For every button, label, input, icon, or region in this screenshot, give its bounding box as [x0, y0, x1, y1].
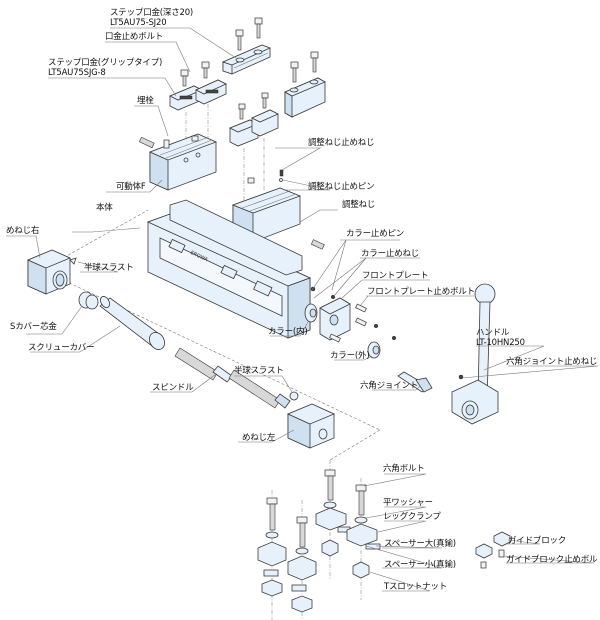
- label-handle: ハンドル LT-10HN250: [476, 328, 525, 348]
- leg-clamp-assemblies: [257, 460, 381, 620]
- label-buried-pin: 埋栓: [137, 96, 154, 106]
- label-hex-joint-set-screw: 六角ジョイント止めねじ: [506, 357, 598, 367]
- female-screw-right-part: [26, 249, 77, 295]
- label-spindle: スピンドル: [152, 383, 194, 393]
- label-adjust-screw-set-screw: 調整ねじ止めねじ: [308, 138, 375, 148]
- label-collar-set-screw: カラー止めねじ: [361, 249, 420, 259]
- label-step-jaw-deep: ステップ口金(深さ20) LT5AU75-SJ20: [110, 8, 193, 28]
- label-step-jaw-grip: ステップ口金(グリップタイプ) LT5AU75SJG-8: [48, 58, 162, 78]
- female-screw-left-part: [286, 403, 336, 449]
- label-guide-block: ガイドブロック: [508, 536, 567, 546]
- movable-body-f-part: [138, 133, 218, 191]
- label-jaw-bolt: 口金止めボルト: [105, 32, 164, 42]
- guide-block-assembly: [475, 531, 511, 569]
- label-spacer-small: スペーサー小(真鍮): [384, 560, 456, 570]
- label-female-screw-left: めねじ左: [242, 433, 276, 443]
- half-ball-thrust-2-part: [289, 391, 299, 401]
- label-flat-washer: 平ワッシャー: [383, 498, 433, 508]
- s-cover-core-part: [78, 291, 99, 310]
- handle-part: [451, 283, 499, 425]
- label-step-jaw-grip-name: ステップ口金(グリップタイプ): [48, 58, 163, 68]
- label-main-body: 本体: [96, 203, 113, 213]
- label-adjust-screw-pin: 調整ねじ止めピン: [308, 182, 375, 192]
- hex-joint-part: [397, 371, 433, 393]
- label-collar-pin: カラー止めピン: [346, 229, 405, 239]
- jaw-pair-middle: [229, 92, 279, 147]
- label-handle-name: ハンドル: [476, 328, 510, 338]
- label-front-plate: フロントプレート: [362, 271, 429, 281]
- label-hex-joint: 六角ジョイント: [360, 381, 419, 391]
- spindle-part: [174, 347, 291, 409]
- jaw-bolts-top: [235, 17, 263, 51]
- front-plate-part: [319, 294, 367, 343]
- main-body-part: EROWA: [146, 199, 312, 339]
- label-step-jaw-deep-model: LT5AU75-SJ20: [110, 18, 167, 28]
- label-half-ball-thrust-1: 半球スラスト: [84, 263, 134, 273]
- step-jaw-grip-part: [169, 61, 227, 111]
- label-collar-inner: カラー(内): [268, 327, 308, 337]
- label-leg-clamp: レッグクランプ: [383, 512, 441, 522]
- leader-lines: [6, 27, 599, 592]
- label-female-screw-right: めねじ右: [6, 226, 40, 236]
- collar-outer-part: [367, 323, 397, 359]
- label-hex-bolt: 六角ボルト: [383, 464, 425, 474]
- label-step-jaw-deep-name: ステップ口金(深さ20): [110, 8, 194, 18]
- label-s-cover-core: Sカバー芯金: [10, 322, 57, 332]
- label-movable-body-f: 可動体F: [116, 182, 146, 192]
- label-adjust-screw: 調整ねじ: [342, 200, 376, 210]
- label-screw-cover: スクリューカバー: [28, 343, 95, 353]
- label-guide-block-bolt: ガイドブロック止めボルト: [506, 555, 600, 565]
- label-spacer-large: スペーサー大(真鍮): [384, 539, 456, 549]
- step-jaw-deep-part: [221, 44, 272, 75]
- label-collar-outer: カラー(外): [330, 351, 370, 361]
- label-half-ball-thrust-2: 半球スラスト: [234, 366, 284, 376]
- label-t-slot-nut: Tスロットナット: [384, 582, 448, 592]
- screw-cover-part: [99, 296, 165, 350]
- label-front-plate-bolt: フロントプレート止めボルト: [367, 287, 475, 297]
- step-jaw-right-part: [284, 51, 326, 118]
- label-handle-model: LT-10HN250: [476, 338, 525, 348]
- label-step-jaw-grip-model: LT5AU75SJG-8: [48, 68, 106, 78]
